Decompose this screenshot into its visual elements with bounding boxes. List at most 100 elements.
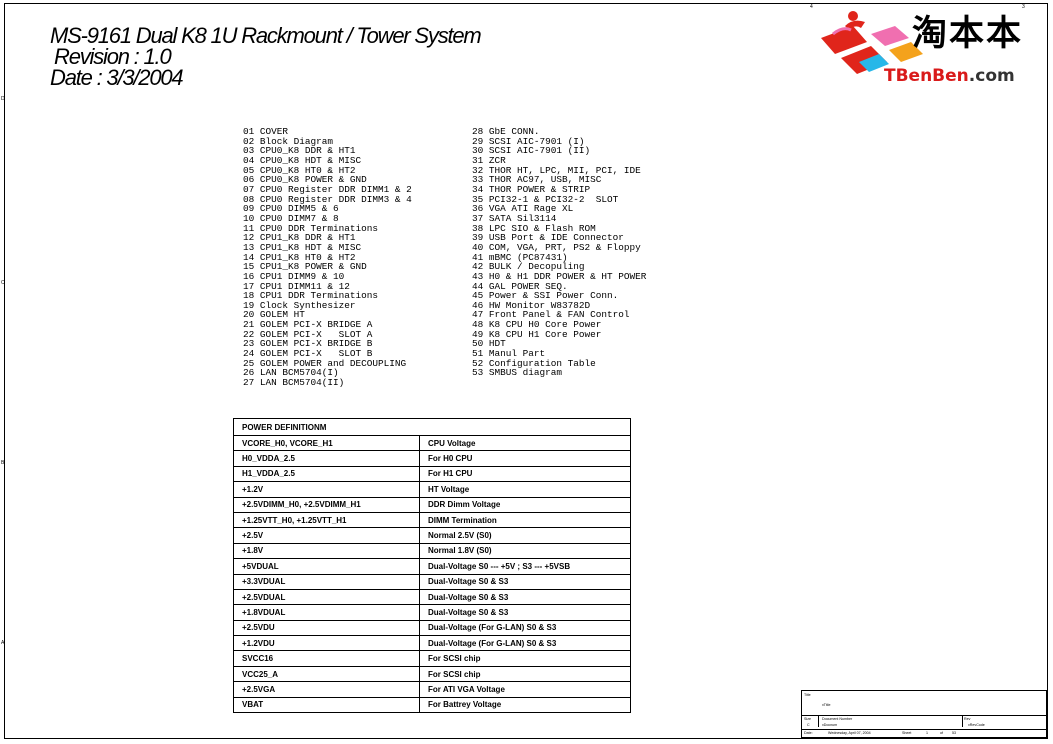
power-rail-name: SVCC16	[233, 650, 420, 667]
index-entry: 09 CPU0 DIMM5 & 6	[243, 203, 339, 215]
index-entry: 13 CPU1_K8 HDT & MISC	[243, 241, 362, 253]
index-entry: 44 GAL POWER SEQ.	[472, 280, 568, 292]
index-entry: 49 K8 CPU H1 Core Power	[472, 328, 602, 340]
index-entry: 12 CPU1_K8 DDR & HT1	[243, 232, 356, 244]
index-entry: 39 USB Port & IDE Connector	[472, 232, 624, 244]
index-entry: 02 Block Diagram	[243, 135, 334, 147]
title-label: Title	[804, 693, 811, 697]
logo-domain: .com	[968, 66, 1015, 86]
index-entry: 41 mBMC (PC87431)	[472, 251, 568, 263]
sheet-label: Sheet	[902, 731, 912, 735]
index-entry: 18 CPU1 DDR Terminations	[243, 290, 379, 302]
power-rail-name: +1.2VDU	[233, 635, 420, 652]
power-rail-description: Dual-Voltage (For G-LAN) S0 & S3	[419, 635, 631, 652]
power-rail-name: +2.5V	[233, 527, 420, 544]
index-entry: 42 BULK / Decopuling	[472, 261, 585, 273]
index-entry: 52 Configuration Table	[472, 357, 596, 369]
index-entry: 29 SCSI AIC-7901 (I)	[472, 135, 585, 147]
index-entry: 04 CPU0_K8 HDT & MISC	[243, 154, 362, 166]
power-rail-description: For ATI VGA Voltage	[419, 681, 631, 698]
power-rail-description: For SCSI chip	[419, 650, 631, 667]
logo-brand: TBenBen	[884, 66, 969, 86]
index-entry: 21 GOLEM PCI-X BRIDGE A	[243, 319, 373, 331]
power-rail-name: +1.25VTT_H0, +1.25VTT_H1	[233, 511, 420, 529]
power-rail-name: +2.5VDIMM_H0, +2.5VDIMM_H1	[233, 496, 420, 513]
index-entry: 07 CPU0 Register DDR DIMM1 & 2	[243, 183, 412, 195]
index-entry: 03 CPU0_K8 DDR & HT1	[243, 145, 356, 157]
tbenben-logo	[815, 4, 1047, 96]
index-entry: 16 CPU1 DIMM9 & 10	[243, 270, 345, 282]
index-entry: 05 CPU0_K8 HT0 & HT2	[243, 164, 356, 176]
power-rail-description: For H1 CPU	[419, 465, 631, 483]
size-value: C	[807, 723, 810, 727]
index-entry: 22 GOLEM PCI-X SLOT A	[243, 328, 373, 340]
index-entry: 46 HW Monitor W83782D	[472, 299, 591, 311]
index-entry: 24 GOLEM PCI-X SLOT B	[243, 348, 373, 360]
index-entry: 53 SMBUS diagram	[472, 367, 563, 379]
index-entry: 37 SATA Sil3114	[472, 212, 557, 224]
index-entry: 48 K8 CPU H0 Core Power	[472, 319, 602, 331]
power-rail-name: +5VDUAL	[233, 558, 420, 575]
index-entry: 40 COM, VGA, PRT, PS2 & Floppy	[472, 241, 641, 253]
drawing-frame	[4, 3, 1048, 739]
power-rail-name: H1_VDDA_2.5	[233, 465, 420, 483]
power-rail-description: CPU Voltage	[419, 434, 631, 452]
index-entry: 25 GOLEM POWER and DECOUPLING	[243, 357, 407, 369]
page-title: MS-9161 Dual K8 1U Rackmount / Tower Sys…	[50, 23, 482, 48]
power-rail-description: For H0 CPU	[419, 450, 631, 467]
size-label: Size	[804, 717, 811, 721]
power-rail-description: For SCSI chip	[419, 665, 631, 683]
frame-tick-left-b: B	[1, 460, 5, 466]
power-rail-name: +1.8VDUAL	[233, 604, 420, 621]
frame-tick-left-d: D	[1, 96, 5, 102]
index-entry: 01 COVER	[243, 126, 289, 137]
frame-tick-left-a: A	[1, 640, 5, 646]
rev-value: xRevCode	[968, 723, 985, 727]
index-entry: 47 Front Panel & FAN Control	[472, 309, 630, 321]
index-entry: 50 HDT	[472, 338, 506, 350]
title-value: xTitle	[822, 703, 831, 707]
power-rail-description: Dual-Voltage S0 & S3	[419, 573, 631, 590]
index-entry: 06 CPU0_K8 POWER & GND	[243, 174, 367, 186]
index-entry: 28 GbE CONN.	[472, 126, 540, 137]
power-rail-description: Dual-Voltage (For G-LAN) S0 & S3	[419, 619, 631, 637]
index-entry: 38 LPC SIO & Flash ROM	[472, 222, 596, 234]
power-rail-description: Dual-Voltage S0 & S3	[419, 604, 631, 621]
index-entry: 23 GOLEM PCI-X BRIDGE B	[243, 338, 373, 350]
power-rail-description: Normal 1.8V (S0)	[419, 542, 631, 560]
power-rail-name: VBAT	[233, 696, 420, 714]
index-entry: 10 CPU0 DIMM7 & 8	[243, 212, 339, 224]
power-rail-description: Dual-Voltage S0 --- +5V ; S3 --- +5VSB	[419, 558, 631, 575]
sheet-total: 53	[952, 731, 956, 735]
index-entry: 17 CPU1 DIMM11 & 12	[243, 280, 350, 292]
index-entry: 43 H0 & H1 DDR POWER & HT POWER	[472, 270, 647, 282]
power-rail-description: Normal 2.5V (S0)	[419, 527, 631, 544]
index-entry: 34 THOR POWER & STRIP	[472, 183, 591, 195]
power-rail-name: VCC25_A	[233, 665, 420, 683]
power-rail-name: +2.5VDUAL	[233, 588, 420, 606]
power-rail-name: +1.2V	[233, 481, 420, 498]
frame-tick-top-3: 3	[1022, 4, 1025, 10]
index-entry: 19 Clock Synthesizer	[243, 299, 356, 311]
power-table-title: POWER DEFINITIONM	[233, 418, 631, 436]
power-rail-description: For Battrey Voltage	[419, 696, 631, 714]
date-label: Date:	[804, 731, 813, 735]
index-entry: 27 LAN BCM5704(II)	[243, 377, 345, 389]
power-rail-description: Dual-Voltage S0 & S3	[419, 588, 631, 606]
index-list-right: 28 GbE CONN.29 SCSI AIC-7901 (I)30 SCSI …	[472, 127, 646, 378]
index-entry: 31 ZCR	[472, 154, 506, 166]
docnum-label: Document Number	[822, 717, 853, 721]
index-entry: 36 VGA ATI Rage XL	[472, 203, 574, 215]
logo-chinese-text: 淘本本	[912, 14, 1024, 54]
